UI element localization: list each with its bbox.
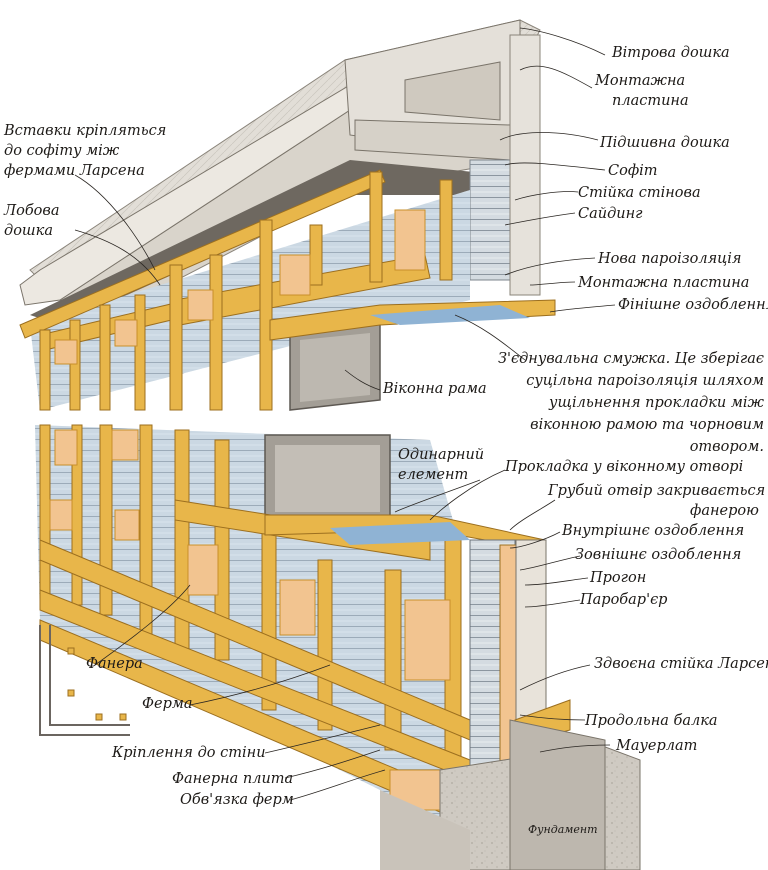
label-vstavky-line1: Вставки кріпляться [4, 123, 167, 139]
label-ziednuvalna-line3: ущільнення прокладки між [549, 395, 764, 411]
label-obviazka-ferm: Обв'язка ферм [180, 792, 294, 808]
label-finishne-ozdoblennia: Фінішне оздоблення [618, 297, 768, 313]
label-prodolna-balka: Продольна балка [585, 713, 718, 729]
label-ziednuvalna-line5: отвором. [689, 439, 764, 455]
label-vstavky-line2: до софіту між [4, 143, 120, 159]
label-ziednuvalna-line1: З'єднувальна смужка. Це зберігає [497, 351, 764, 367]
label-grubyi-line1: Грубий отвір закривається [548, 483, 766, 499]
label-ziednuvalna-line4: віконною рамою та чорновим [530, 417, 764, 433]
foundation [380, 719, 641, 870]
label-stiika-stinova: Стійка стінова [578, 185, 701, 201]
label-ziednuvalna-line2: суцільна пароізоляція шляхом [526, 373, 764, 389]
upper-window-sill [269, 299, 556, 341]
label-montazhna-plastyna-line1: Монтажна [595, 73, 686, 89]
window-openings [264, 319, 391, 521]
lower-trusses [39, 424, 471, 826]
label-fanera: Фанера [86, 656, 143, 672]
label-montazhna-plastyna-bottom: Монтажна пластина [578, 275, 750, 291]
label-odynarnyi-line1: Одинарний [398, 447, 485, 463]
upper-trusses [19, 169, 453, 411]
label-fanerna-plyta: Фанерна плита [172, 771, 294, 787]
label-fundament: Фундамент [528, 823, 598, 836]
label-vnutrishnie: Внутрішнє оздоблення [562, 523, 745, 539]
label-saiding: Сайдинг [578, 206, 643, 222]
label-zovnishnie: Зовнішнє оздоблення [575, 547, 742, 563]
leader-lines [74, 27, 616, 801]
label-odynarnyi-line2: елемент [398, 467, 469, 483]
label-vitrova-doshka: Вітрова дошка [612, 45, 730, 61]
label-mauerlat: Мауерлат [616, 738, 698, 754]
label-kriplennia: Кріплення до стіни [112, 745, 266, 761]
label-vikonna-rama: Віконна рама [383, 381, 487, 397]
label-parobarier: Паробар'єр [580, 592, 668, 608]
label-pidshyvna-doshka: Підшивна дошка [600, 135, 730, 151]
label-lobova-line2: дошка [4, 223, 53, 239]
label-sofit: Софіт [608, 163, 658, 179]
label-progon: Прогон [590, 570, 647, 586]
label-zdvoiena-stiika: Здвоєна стійка Ларсена [594, 656, 768, 672]
label-lobova-line1: Лобова [4, 203, 60, 219]
label-ferma: Ферма [142, 696, 193, 712]
label-prokladka: Прокладка у віконному отворі [505, 459, 744, 475]
roof-eave [19, 19, 541, 325]
label-montazhna-plastyna-line2: пластина [612, 93, 689, 109]
label-vstavky-line3: фермами Ларсена [4, 163, 145, 179]
inset-corner-detail [39, 625, 130, 736]
label-nova-paroizoliatsiia: Нова пароізоляція [598, 251, 742, 267]
label-grubyi-line2: фанерою [690, 503, 759, 519]
